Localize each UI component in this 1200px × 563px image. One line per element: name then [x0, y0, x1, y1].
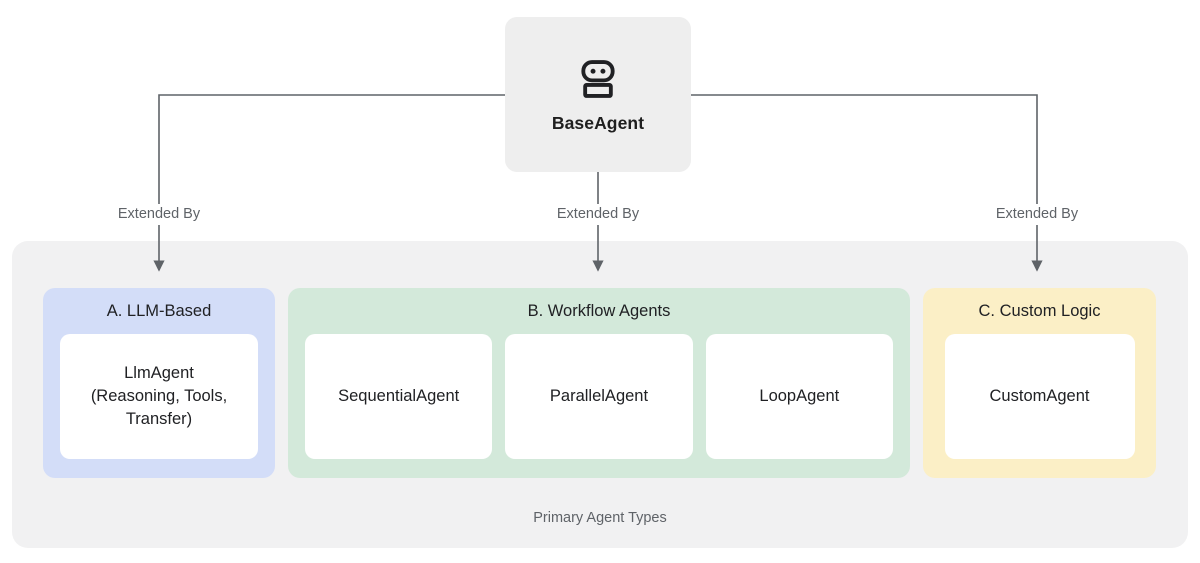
node-baseagent-label: BaseAgent	[551, 112, 645, 133]
card-parallelagent-label: ParallelAgent	[549, 387, 649, 406]
panel-workflow-agents[interactable]: B. Workflow Agents SequentialAgent Paral…	[288, 288, 910, 478]
primary-agent-types-container: A. LLM-Based LlmAgent (Reasoning, Tools,…	[12, 241, 1188, 548]
panel-llm-based[interactable]: A. LLM-Based LlmAgent (Reasoning, Tools,…	[43, 288, 275, 478]
card-llmagent[interactable]: LlmAgent (Reasoning, Tools, Transfer)	[60, 333, 258, 459]
panel-workflow-agents-cards: SequentialAgent ParallelAgent LoopAgent	[288, 333, 910, 478]
card-sequentialagent-label: SequentialAgent	[338, 387, 460, 406]
card-sequentialagent[interactable]: SequentialAgent	[305, 333, 493, 459]
panel-custom-logic-title: C. Custom Logic	[978, 302, 1101, 320]
card-llmagent-label: LlmAgent (Reasoning, Tools, Transfer)	[90, 364, 228, 428]
card-parallelagent[interactable]: ParallelAgent	[505, 333, 693, 459]
card-loopagent[interactable]: LoopAgent	[705, 333, 893, 459]
panel-workflow-agents-title: B. Workflow Agents	[527, 302, 671, 320]
panel-custom-logic-cards: CustomAgent	[923, 333, 1156, 478]
card-customagent[interactable]: CustomAgent	[944, 333, 1135, 459]
node-baseagent[interactable]: BaseAgent	[505, 17, 691, 172]
card-loopagent-label: LoopAgent	[759, 387, 840, 406]
panel-llm-based-title: A. LLM-Based	[106, 302, 212, 320]
edge-label-workflow: Extended By	[549, 204, 647, 226]
robot-icon	[581, 59, 615, 98]
edge-label-custom: Extended By	[988, 204, 1086, 226]
primary-agent-types-caption: Primary Agent Types	[533, 510, 667, 526]
edge-label-llm: Extended By	[110, 204, 208, 226]
card-customagent-label: CustomAgent	[989, 387, 1090, 406]
panel-custom-logic[interactable]: C. Custom Logic CustomAgent	[923, 288, 1156, 478]
panel-row: A. LLM-Based LlmAgent (Reasoning, Tools,…	[43, 288, 1156, 478]
panel-llm-based-cards: LlmAgent (Reasoning, Tools, Transfer)	[43, 333, 275, 478]
